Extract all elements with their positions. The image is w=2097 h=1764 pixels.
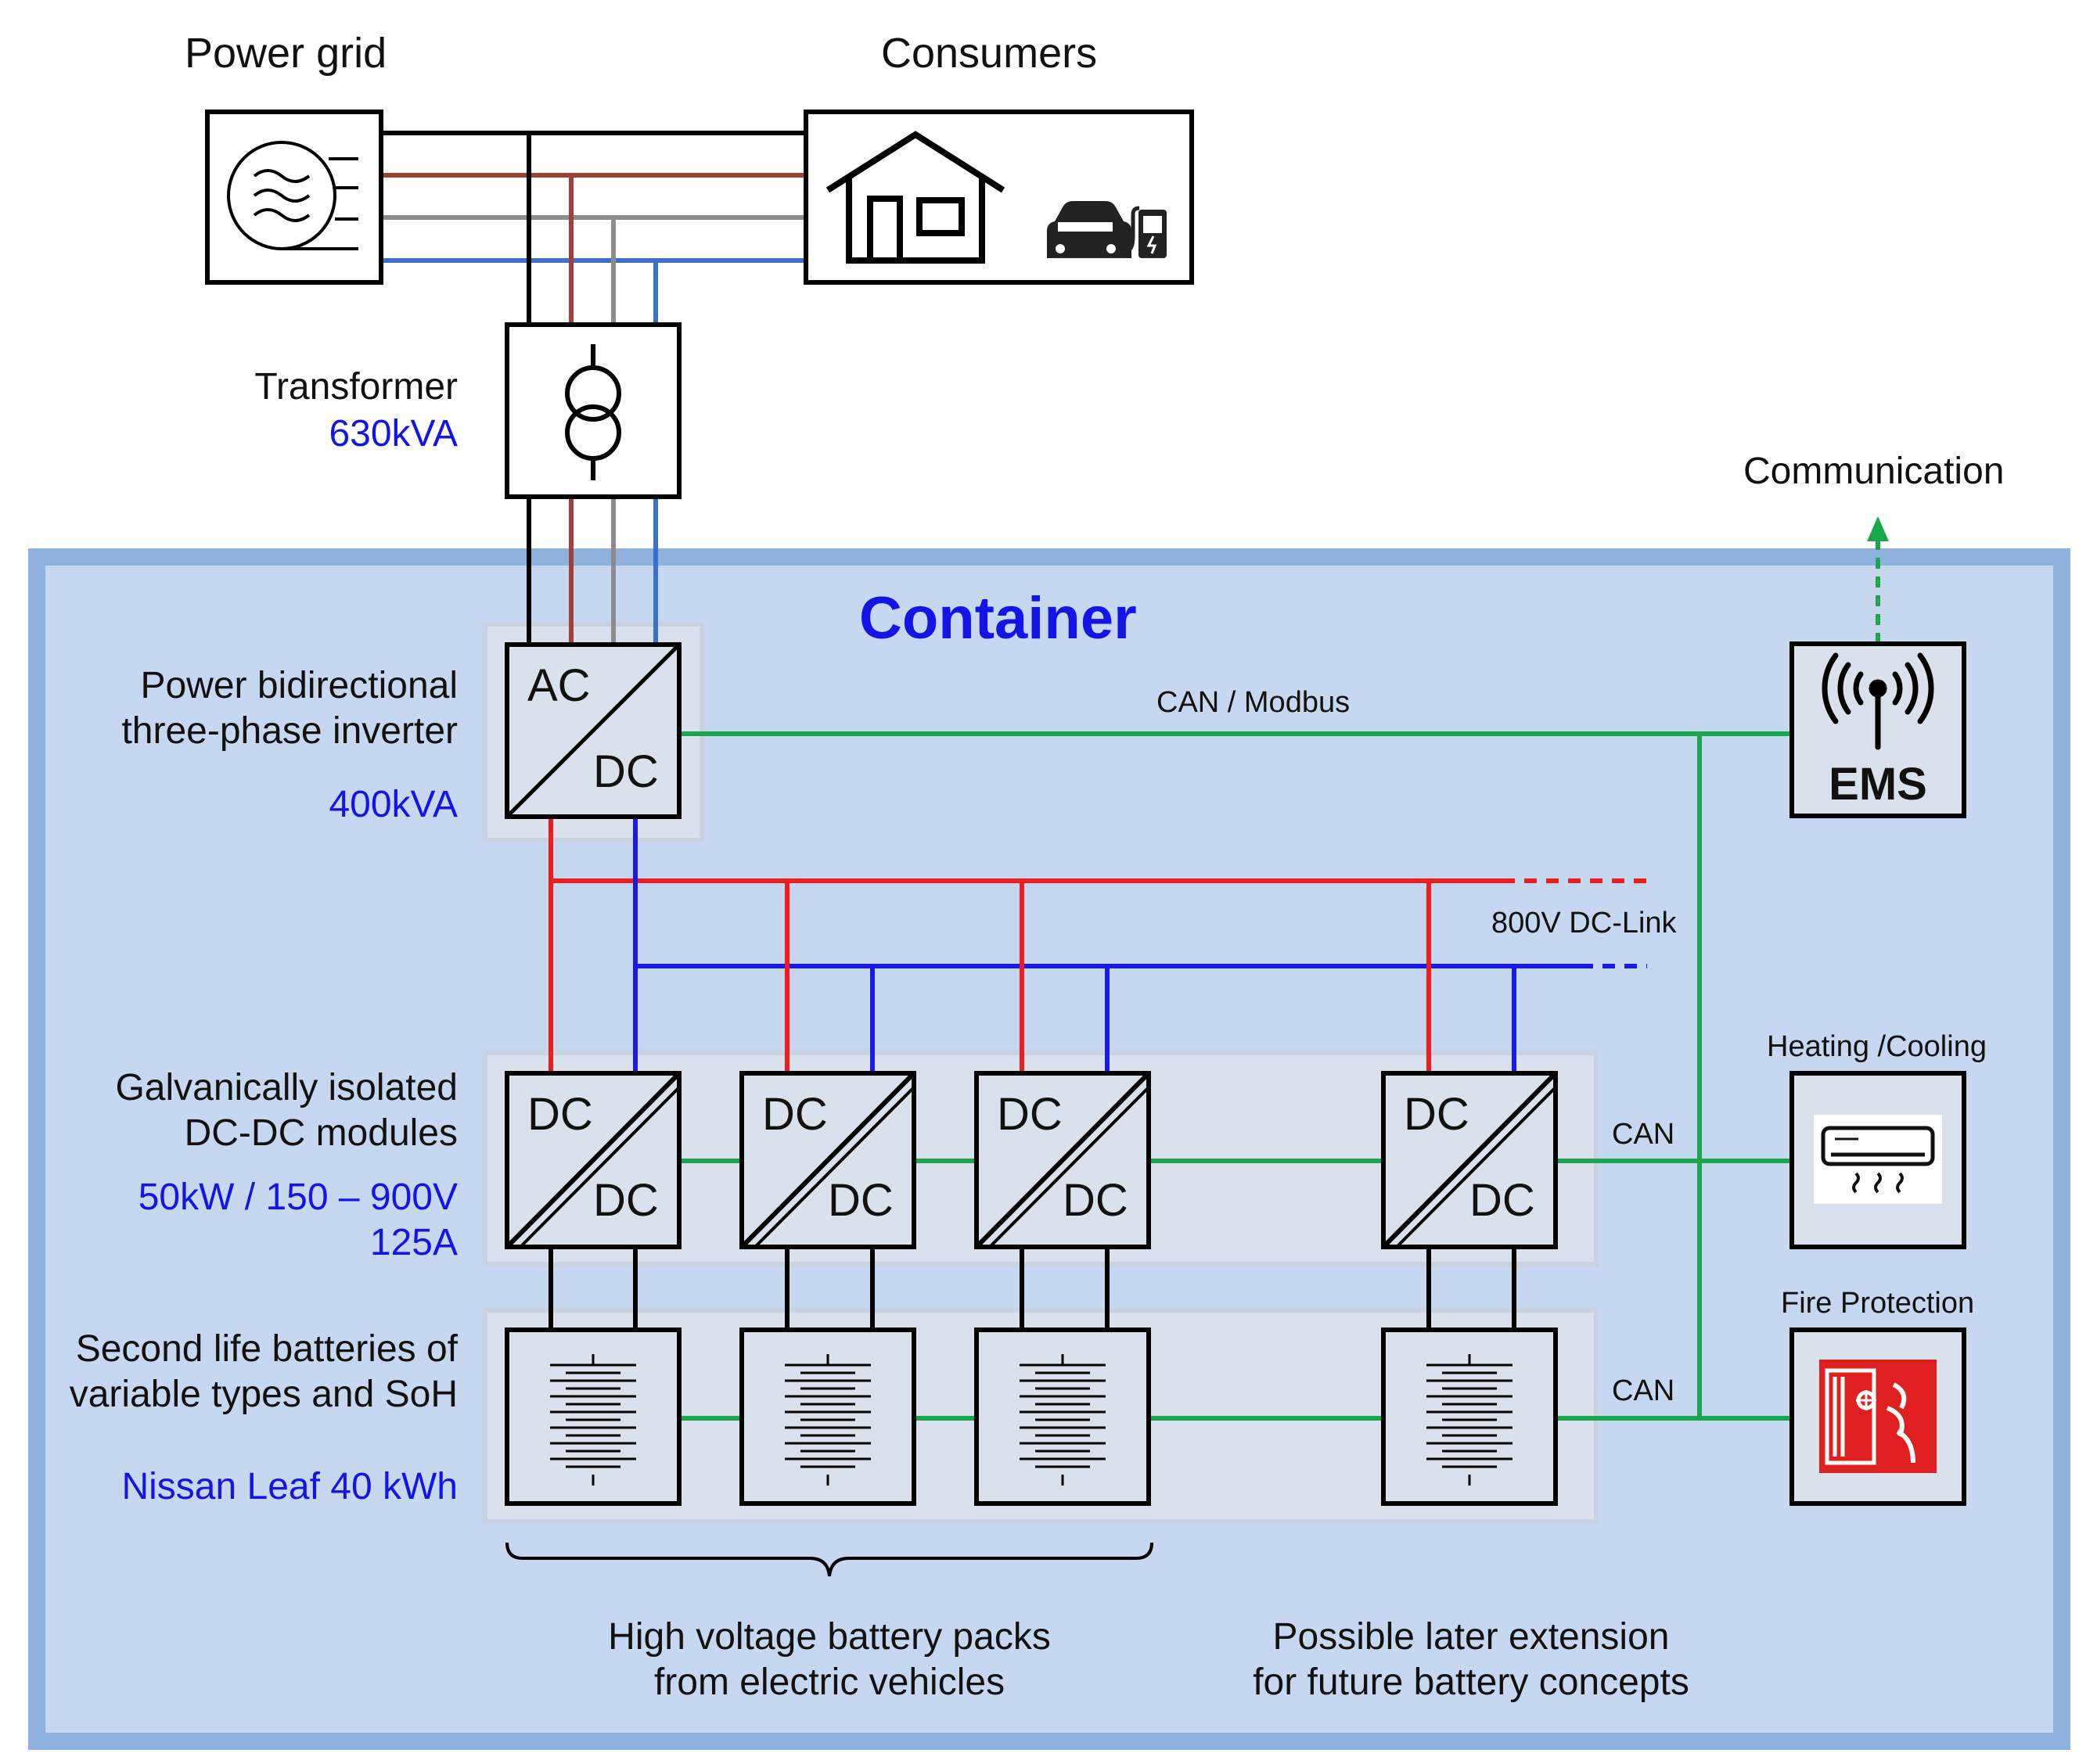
dcdc-module-4 xyxy=(1381,1071,1558,1249)
dcdc2-bottom: DC xyxy=(828,1175,894,1226)
battery-pack-4 xyxy=(1381,1327,1558,1506)
can-label-dcdc: CAN xyxy=(1612,1118,1675,1151)
dcdc-modules xyxy=(505,1071,1558,1249)
packs-caption-line1: High voltage battery packs xyxy=(608,1616,1051,1658)
ems-box xyxy=(1789,641,1966,818)
battery-label-line2: variable types and SoH xyxy=(69,1374,458,1415)
can-label-battery: CAN xyxy=(1612,1374,1675,1407)
antenna-icon xyxy=(1822,652,1934,750)
inverter-rating: 400kVA xyxy=(329,784,458,825)
dcdc-module-1 xyxy=(505,1071,682,1249)
transformer-icon xyxy=(565,344,621,480)
battery-cells-icon xyxy=(785,1354,871,1486)
dcdc2-top: DC xyxy=(762,1089,828,1140)
transformer-box xyxy=(505,322,682,499)
dcdc1-bottom: DC xyxy=(593,1175,659,1226)
inverter-label-line2: three-phase inverter xyxy=(121,710,458,752)
inverter-ac-label: AC xyxy=(527,660,591,711)
battery-cells-icon xyxy=(1020,1354,1106,1486)
communication-arrow-icon xyxy=(1867,516,1889,541)
dcdc-label-line1: Galvanically isolated xyxy=(115,1067,458,1108)
inverter-label-line1: Power bidirectional xyxy=(140,665,458,706)
packs-brace xyxy=(505,1542,1153,1577)
ac-phase-lines xyxy=(382,131,806,645)
heating-cooling-label: Heating /Cooling xyxy=(1767,1030,1987,1063)
inverter-box xyxy=(505,642,682,819)
battery-model: Nissan Leaf 40 kWh xyxy=(121,1466,458,1507)
ev-charger-icon xyxy=(1047,201,1167,258)
air-conditioner-icon xyxy=(1821,1126,1935,1194)
consumers-box xyxy=(804,110,1194,285)
dcdc-label-line2: DC-DC modules xyxy=(184,1112,458,1154)
extension-caption-line1: Possible later extension xyxy=(1272,1616,1670,1658)
heating-cooling-box xyxy=(1789,1071,1966,1249)
power-grid-box xyxy=(205,110,383,285)
battery-cells-icon xyxy=(1426,1354,1513,1486)
house-icon xyxy=(825,131,1005,264)
dcdc3-top: DC xyxy=(997,1089,1063,1140)
battery-pack-2 xyxy=(739,1327,916,1506)
communication-label: Communication xyxy=(1743,451,2005,492)
dcdc-spec-line1: 50kW / 150 – 900V xyxy=(138,1177,458,1218)
fire-protection-box xyxy=(1789,1327,1966,1506)
inverter-dc-label: DC xyxy=(593,746,659,797)
dcdc4-bottom: DC xyxy=(1469,1175,1535,1226)
power-grid-label: Power grid xyxy=(185,30,387,77)
battery-cells-icon xyxy=(550,1354,636,1486)
dcdc-module-2 xyxy=(739,1071,916,1249)
container-title: Container xyxy=(859,585,1137,652)
battery-label-line1: Second life batteries of xyxy=(75,1328,458,1370)
fire-hose-icon xyxy=(1825,1368,1915,1465)
can-modbus-label: CAN / Modbus xyxy=(1156,686,1351,719)
dc-link-bus xyxy=(549,817,1647,1073)
dcdc1-top: DC xyxy=(527,1089,593,1140)
transformer-label: Transformer xyxy=(254,366,458,408)
dcdc4-top: DC xyxy=(1404,1089,1469,1140)
dcdc-spec-line2: 125A xyxy=(369,1222,458,1263)
fire-protection-label: Fire Protection xyxy=(1781,1287,1975,1320)
dc-link-label: 800V DC-Link xyxy=(1491,907,1677,939)
consumers-label: Consumers xyxy=(881,30,1098,77)
extension-caption-line2: for future battery concepts xyxy=(1253,1662,1689,1703)
battery-pack-1 xyxy=(505,1327,682,1506)
can-bus xyxy=(679,540,1880,1421)
battery-boxes xyxy=(505,1327,1558,1506)
dcdc3-bottom: DC xyxy=(1063,1175,1128,1226)
battery-pack-3 xyxy=(974,1327,1151,1506)
dcdc-module-3 xyxy=(974,1071,1151,1249)
ems-label: EMS xyxy=(1829,759,1927,810)
battery-connectors xyxy=(549,1248,1516,1330)
packs-caption-line2: from electric vehicles xyxy=(653,1662,1005,1703)
transformer-rating: 630kVA xyxy=(329,413,458,454)
